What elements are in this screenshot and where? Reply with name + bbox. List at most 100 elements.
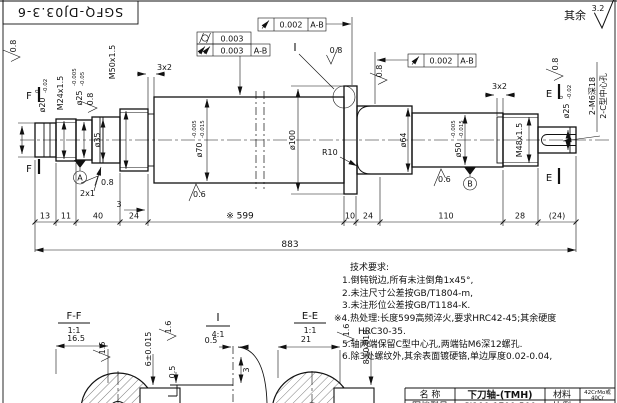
svg-text:-0.005: -0.005 (451, 120, 457, 138)
svg-text:R10: R10 (322, 148, 338, 157)
dim-end-holes: 2-M6深18 2-C型中心孔 (562, 62, 608, 143)
fillet-r10-bottom (356, 159, 372, 175)
runout-arrow-icon (411, 56, 420, 65)
dim-d100: ø100 (288, 85, 344, 195)
drawing-code-box: SGFQ-DJ03.3-6 (2, 0, 139, 25)
dim-d50: ø50 -0.005 -0.015 (451, 115, 468, 165)
svg-text:0.5: 0.5 (168, 366, 177, 379)
svg-text:F: F (26, 91, 32, 102)
svg-text:ø25: ø25 (75, 90, 84, 105)
svg-text:2-C型中心孔: 2-C型中心孔 (598, 73, 608, 119)
part-name: 下刀轴-(TMH) (467, 389, 532, 401)
svg-text:3: 3 (242, 367, 251, 372)
material-value-1: 42CrMo或 (584, 388, 611, 396)
detail-i-callout: I (293, 41, 335, 90)
svg-text:0.6: 0.6 (193, 190, 206, 199)
svg-text:E: E (546, 173, 552, 184)
svg-text:2-M6深18: 2-M6深18 (588, 77, 597, 115)
roughness-marks: 0.8 0.8 0.8 0.6 0.8 0.8 0.6 0.8 (2, 40, 564, 202)
svg-text:3x2: 3x2 (157, 63, 172, 72)
datum-b: B (463, 167, 477, 191)
svg-text:ø100: ø100 (288, 130, 297, 150)
dim-groove-3x2-right: 3x2 (485, 82, 515, 116)
svg-text:-0.015: -0.015 (459, 120, 465, 138)
datum-triangle (464, 167, 476, 175)
svg-text:4:1: 4:1 (212, 330, 225, 339)
svg-text:1.6: 1.6 (98, 342, 107, 355)
svg-text:13: 13 (40, 212, 50, 221)
svg-text:24: 24 (129, 212, 139, 221)
title-block: 名 称 下刀轴-(TMH) 材料 42CrMo或 40Cr 图档型号 SJ100… (404, 387, 615, 403)
dim-d70: ø70 -0.005 -0.015 (192, 99, 210, 181)
svg-text:110: 110 (438, 212, 453, 221)
svg-text:0.6: 0.6 (438, 175, 451, 184)
cylindricity-icon (199, 32, 211, 44)
chain-dimensions: 13 11 40 24 ※ 599 10 24 110 28 (24) 883 (32, 156, 579, 253)
svg-text:※4.热处理:长度599高频淬火,要求HRC42-45;其余: ※4.热处理:长度599高频淬火,要求HRC42-45;其余硬度 (334, 312, 556, 324)
svg-text:6±0.015: 6±0.015 (144, 332, 153, 367)
svg-text:ø70: ø70 (195, 142, 204, 157)
dim-d64: ø64 (399, 108, 411, 172)
svg-text:1.6: 1.6 (164, 321, 173, 334)
svg-text:-0.015: -0.015 (200, 120, 206, 138)
svg-text:A-B: A-B (460, 57, 473, 66)
svg-text:40: 40 (93, 212, 103, 221)
dim-m48: M48x1.5 (515, 117, 532, 163)
svg-text:24: 24 (363, 212, 373, 221)
svg-text:F: F (26, 164, 32, 175)
svg-text:I: I (216, 311, 219, 324)
svg-text:2x1: 2x1 (80, 189, 95, 198)
dim-d35: ø35 (93, 119, 106, 161)
svg-text:-0.05: -0.05 (80, 71, 86, 86)
datum-triangle (74, 160, 86, 168)
dim-m24: M24x1.5 (56, 76, 67, 159)
svg-text:0.003: 0.003 (221, 47, 244, 56)
dim-r10: R10 (322, 148, 358, 167)
shaft-profile (34, 85, 577, 195)
overall-length: 883 (281, 240, 298, 250)
svg-text:A-B: A-B (254, 47, 267, 56)
tapped-hole-m6 (541, 134, 576, 146)
svg-text:B: B (467, 180, 473, 189)
dim-m50: M50x1.5 (108, 45, 129, 169)
general-roughness-value: 3.2 (592, 4, 605, 13)
svg-text:3x2: 3x2 (492, 82, 507, 91)
svg-text:11: 11 (61, 212, 71, 221)
svg-text:0.003: 0.003 (221, 35, 244, 44)
runout-arrow-icon (261, 20, 270, 29)
scale-label: 比例 (553, 400, 571, 403)
svg-text:(24): (24) (549, 212, 565, 221)
tech-notes: 技术要求: 1.倒钝锐边,所有未注倒角1x45°, 2.未注尺寸公差按GB/T1… (334, 261, 556, 362)
section-cut-marks: F F E E (26, 84, 561, 184)
fcf-runout-1: 0.002 A-B (257, 17, 353, 85)
svg-text:8±0.018: 8±0.018 (362, 330, 371, 365)
chain-ticks (32, 219, 579, 225)
datum-a: A (73, 160, 87, 185)
svg-text:0.8: 0.8 (330, 46, 343, 55)
svg-text:A: A (77, 174, 83, 183)
general-roughness: 其余 3.2 (564, 0, 615, 29)
svg-text:E-E: E-E (302, 311, 318, 322)
svg-text:F-F: F-F (66, 311, 81, 322)
svg-text:3.未注形位公差按GB/T1184-K.: 3.未注形位公差按GB/T1184-K. (342, 299, 470, 311)
general-roughness-label: 其余 (564, 8, 586, 22)
model-label: 图档型号 (412, 400, 448, 403)
svg-text:-0.005: -0.005 (72, 68, 78, 86)
section-ff: F-F 1:1 16.5 6±0.015 1.6 1.6 (55, 311, 181, 403)
svg-text:0.8: 0.8 (86, 93, 95, 106)
svg-text:M48x1.5: M48x1.5 (515, 123, 524, 158)
svg-text:M50x1.5: M50x1.5 (108, 45, 117, 80)
svg-text:ø64: ø64 (399, 132, 408, 147)
dim-len3: 3 (116, 200, 145, 213)
dim-groove-3x2-left: 3x2 (137, 63, 172, 113)
svg-text:M24x1.5: M24x1.5 (56, 76, 65, 111)
name-label: 名 称 (420, 389, 441, 401)
svg-text:ø25: ø25 (562, 103, 571, 118)
dim-groove-2x1: 2x1 (80, 166, 102, 198)
svg-text:2.未注尺寸公差按GB/T1804-m,: 2.未注尺寸公差按GB/T1804-m, (342, 287, 473, 299)
svg-text:0: 0 (559, 95, 565, 99)
svg-text:ø50: ø50 (454, 142, 463, 157)
fcf-cylindricity: 0.003 (196, 31, 252, 45)
svg-text:HRC30-35.: HRC30-35. (358, 327, 406, 337)
